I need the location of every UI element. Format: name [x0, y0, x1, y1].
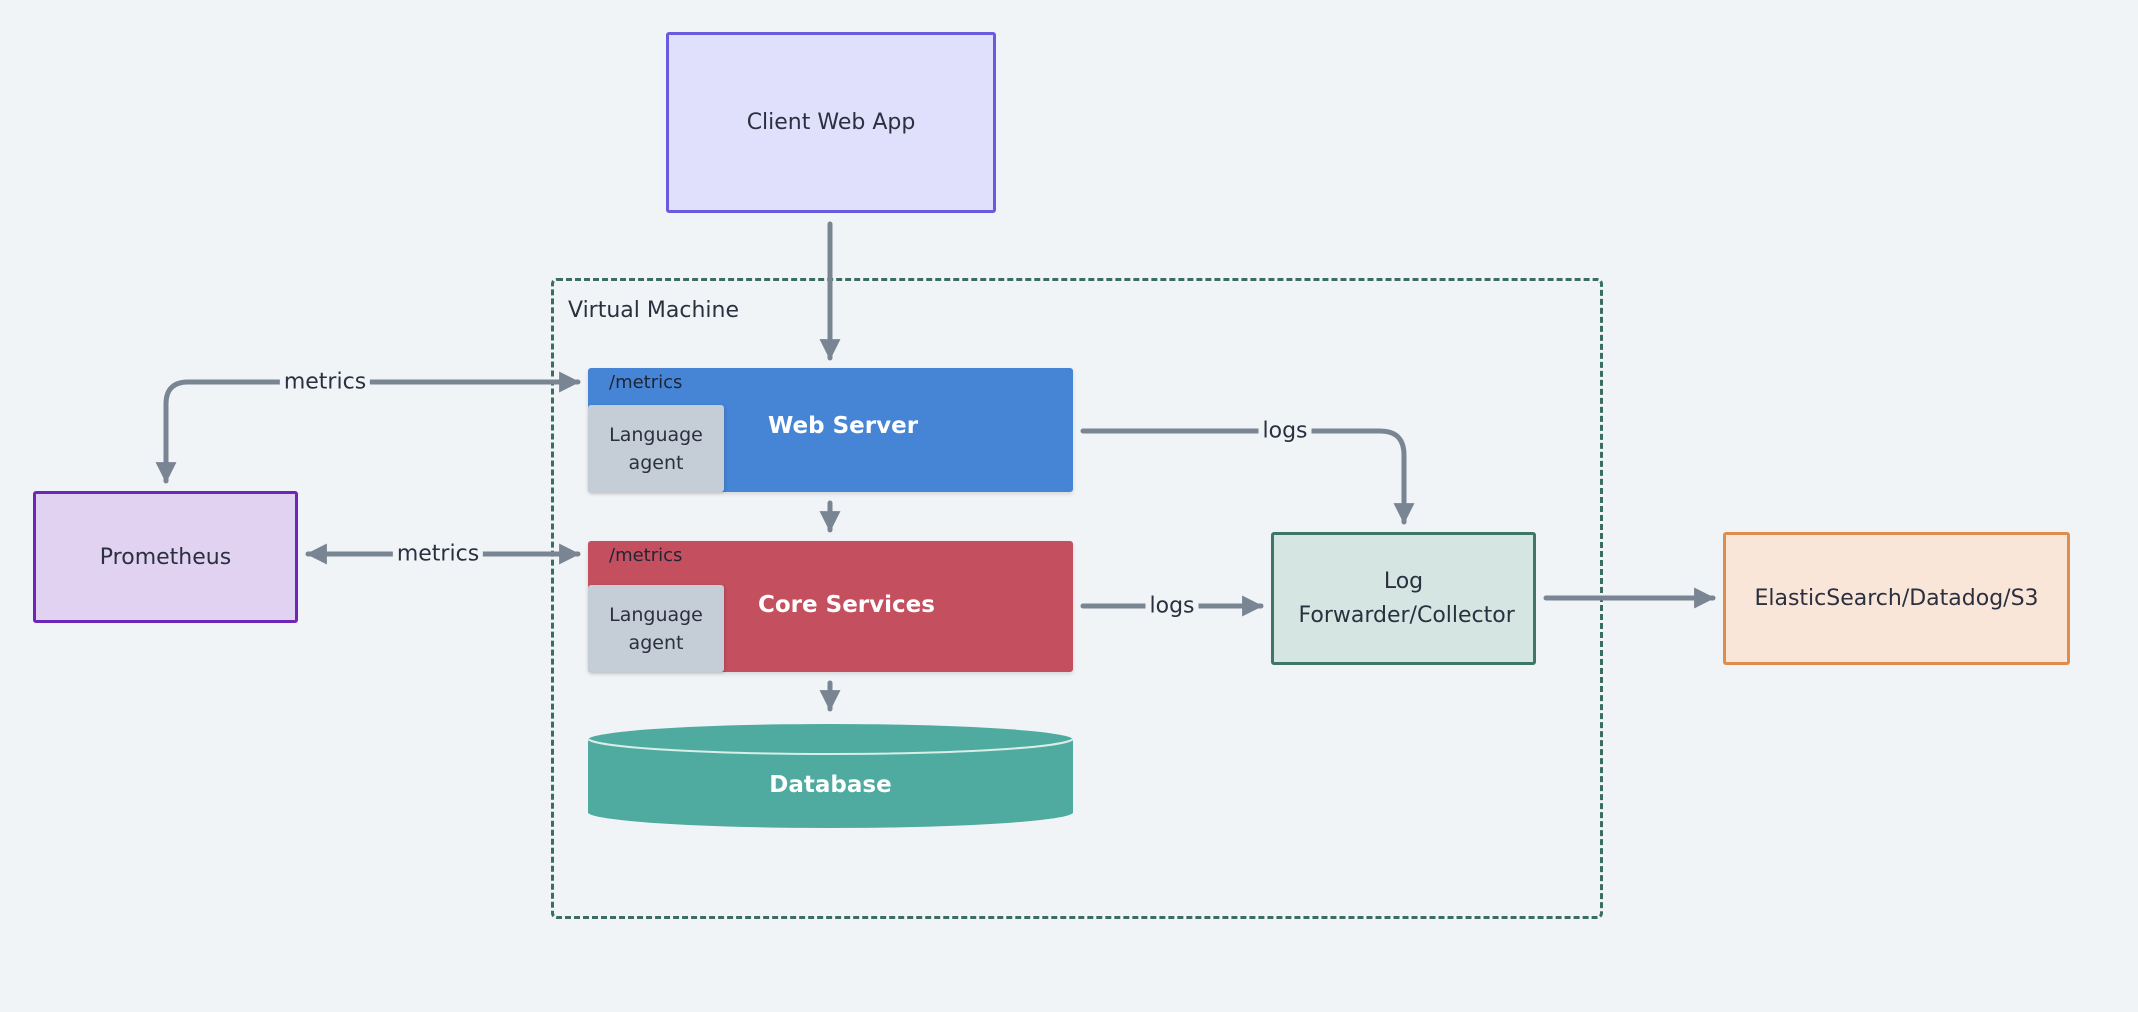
prometheus-node: Prometheus: [33, 491, 298, 623]
web-server-language-agent-label: Language agent: [609, 423, 703, 474]
web-server-label: Web Server: [768, 413, 919, 439]
web-server-node: /metrics Language agent Web Server: [588, 368, 1073, 492]
virtual-machine-label: Virtual Machine: [568, 298, 739, 323]
storage-label: ElasticSearch/Datadog/S3: [1754, 586, 2039, 611]
edge-label-logs-web: logs: [1258, 418, 1312, 444]
core-services-language-agent: Language agent: [588, 585, 724, 672]
edge-label-metrics-top: metrics: [279, 369, 371, 395]
edge-logs-web-server-to-log-forwarder: [1080, 428, 1415, 525]
database-label: Database: [769, 772, 892, 798]
client-web-app-node: Client Web App: [666, 32, 996, 213]
web-server-metrics-endpoint: /metrics: [609, 372, 683, 393]
client-web-app-label: Client Web App: [746, 110, 916, 135]
edge-label-metrics-mid: metrics: [392, 541, 484, 567]
edge-metrics-prometheus-web-server: [155, 371, 581, 484]
web-server-language-agent: Language agent: [588, 405, 724, 492]
core-services-metrics-endpoint: /metrics: [609, 545, 683, 566]
database-cylinder: [587, 724, 1074, 828]
core-services-label: Core Services: [758, 592, 935, 618]
core-services-language-agent-label: Language agent: [609, 603, 703, 654]
storage-node: ElasticSearch/Datadog/S3: [1723, 532, 2070, 665]
log-forwarder-label: Log Forwarder/Collector: [1298, 568, 1515, 628]
log-forwarder-node: Log Forwarder/Collector: [1271, 532, 1536, 665]
core-services-node: /metrics Language agent Core Services: [588, 541, 1073, 672]
prometheus-label: Prometheus: [99, 544, 232, 570]
edge-label-logs-core: logs: [1145, 593, 1199, 619]
